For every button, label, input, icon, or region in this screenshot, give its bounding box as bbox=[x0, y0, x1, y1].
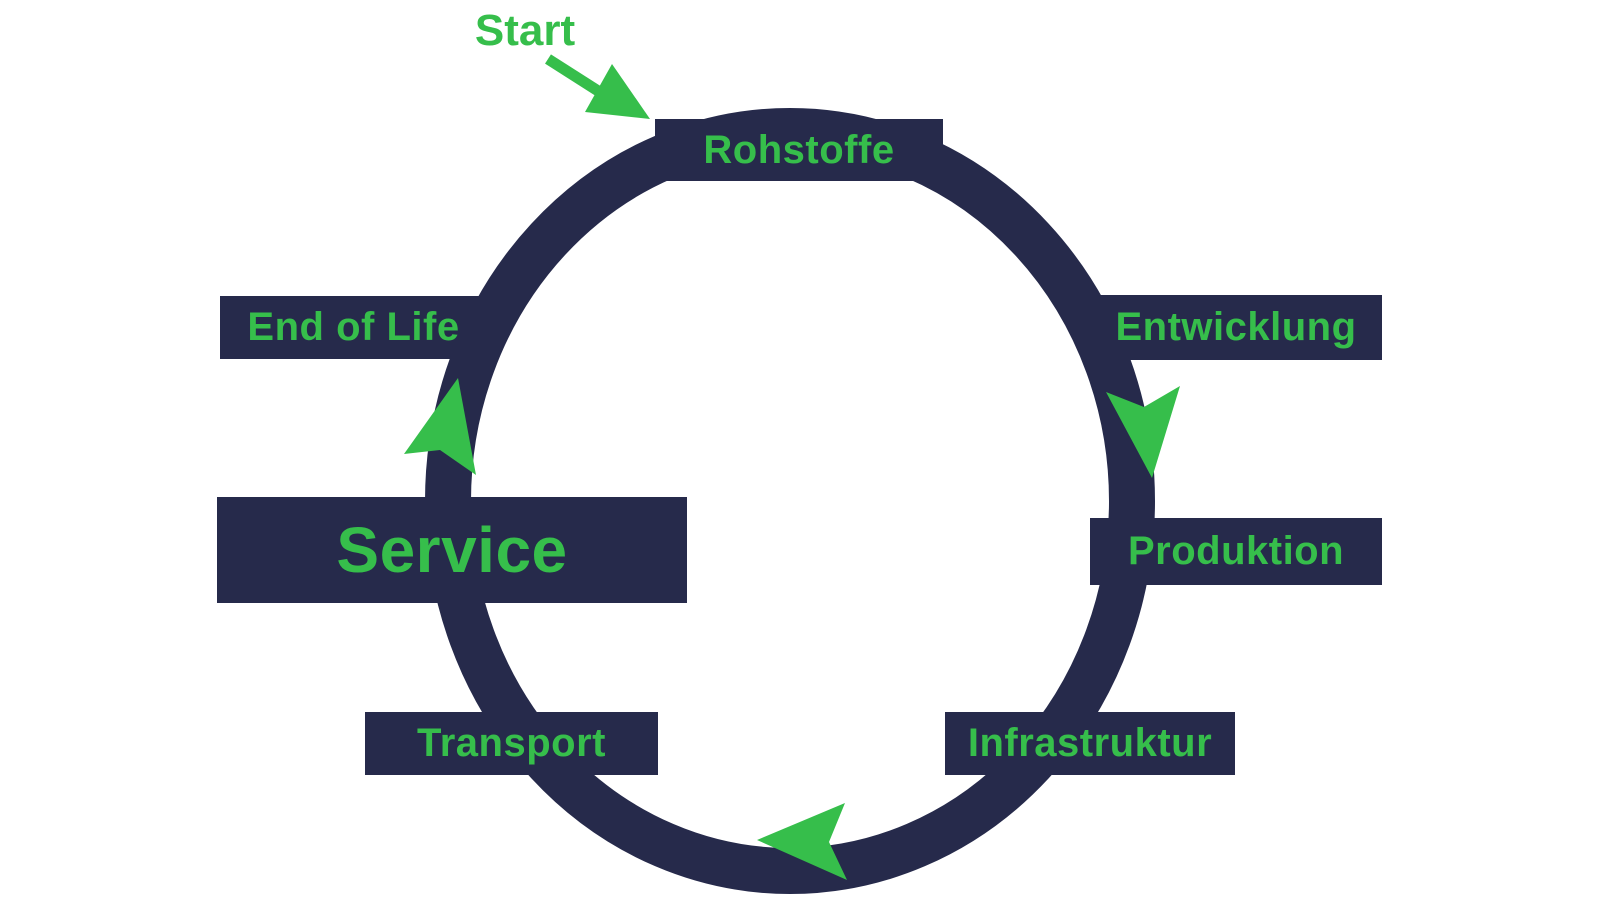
start-label: Start bbox=[474, 6, 576, 55]
stage-box-transport: Transport bbox=[365, 712, 658, 775]
stage-label-entwicklung: Entwicklung bbox=[1115, 305, 1357, 349]
stage-label-service: Service bbox=[336, 514, 568, 586]
stage-box-produktion: Produktion bbox=[1090, 518, 1382, 585]
start-arrow-icon bbox=[585, 64, 650, 119]
arrow-up-icon bbox=[404, 378, 476, 475]
stage-box-entwicklung: Entwicklung bbox=[1090, 295, 1382, 360]
stage-box-rohstoffe: Rohstoffe bbox=[655, 119, 943, 181]
stage-label-infrastruktur: Infrastruktur bbox=[967, 721, 1213, 765]
stage-label-end-of-life: End of Life bbox=[247, 305, 460, 349]
stage-label-transport: Transport bbox=[417, 721, 606, 765]
stage-box-service: Service bbox=[217, 497, 687, 603]
arrow-down-icon bbox=[1106, 386, 1180, 478]
stage-box-infrastruktur: Infrastruktur bbox=[945, 712, 1235, 775]
arrow-left-icon bbox=[757, 803, 847, 880]
stage-label-rohstoffe: Rohstoffe bbox=[703, 127, 895, 172]
stage-label-produktion: Produktion bbox=[1127, 529, 1345, 573]
stage-box-end-of-life: End of Life bbox=[220, 296, 487, 359]
start-arrow-shaft bbox=[545, 54, 609, 101]
